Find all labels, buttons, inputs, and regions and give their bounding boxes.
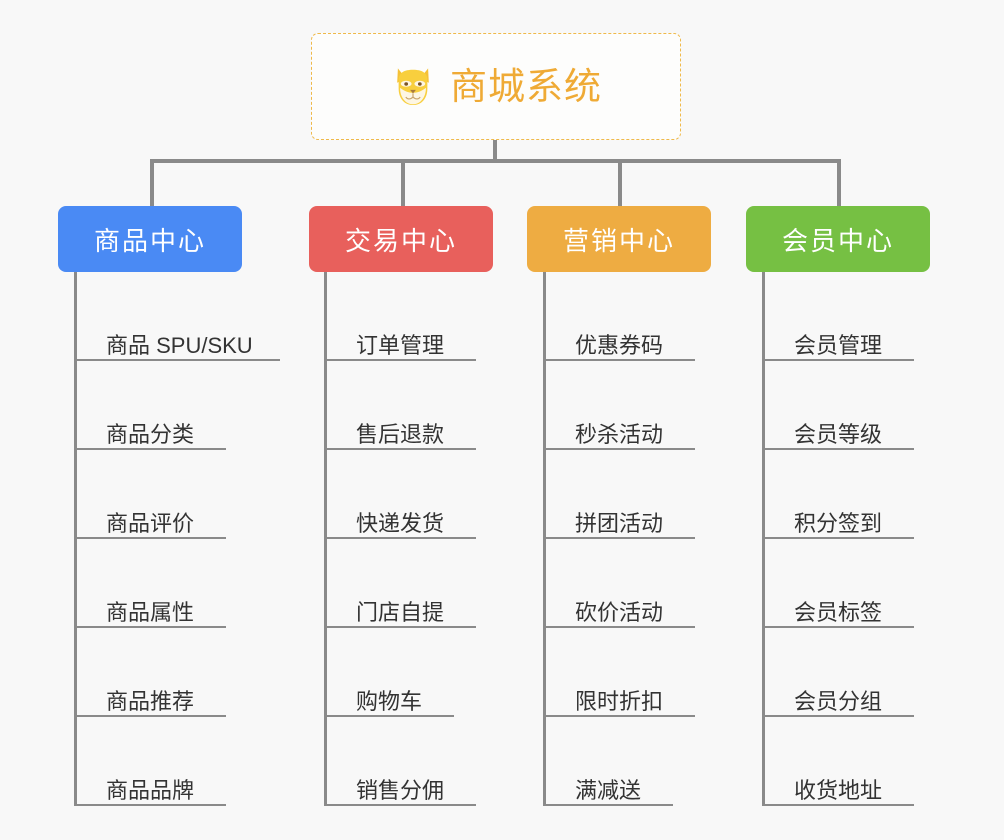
leaf-column-member-center: 会员管理会员等级积分签到会员标签会员分组收货地址 [762, 272, 914, 806]
category-box-product-center[interactable]: 商品中心 [58, 206, 242, 272]
connector-root-stem [493, 140, 497, 162]
leaf-item-label: 砍价活动 [575, 599, 664, 625]
leaf-item-underline [74, 537, 226, 539]
leaf-item-label: 售后退款 [356, 421, 445, 447]
leaf-item[interactable]: 订单管理 [324, 272, 476, 361]
category-label-marketing-center: 营销中心 [562, 225, 675, 256]
leaf-item-underline [543, 537, 695, 539]
leaf-item-underline [74, 804, 226, 806]
category-box-trade-center[interactable]: 交易中心 [309, 206, 493, 272]
leaf-item-label: 订单管理 [356, 332, 445, 358]
leaf-item-underline [543, 626, 695, 628]
connector-drop-4 [837, 159, 841, 207]
leaf-spine-marketing-center [543, 272, 546, 806]
leaf-item[interactable]: 会员管理 [762, 272, 914, 361]
leaf-item-label: 商品属性 [106, 599, 195, 625]
leaf-item-label: 会员等级 [794, 421, 883, 447]
leaf-item-underline [762, 626, 914, 628]
leaf-item[interactable]: 商品分类 [74, 361, 253, 450]
leaf-item[interactable]: 收货地址 [762, 717, 914, 806]
leaf-item-underline [762, 804, 914, 806]
leaf-item-underline [74, 359, 280, 361]
leaf-item-underline [324, 359, 476, 361]
leaf-item-underline [543, 448, 695, 450]
leaf-column-product-center: 商品 SPU/SKU 商品分类商品评价商品属性商品推荐商品品牌 [74, 272, 280, 806]
category-label-member-center: 会员中心 [781, 225, 894, 256]
leaf-item-underline [74, 448, 226, 450]
leaf-item[interactable]: 积分签到 [762, 450, 914, 539]
leaf-item-label: 门店自提 [356, 599, 445, 625]
category-label-trade-center: 交易中心 [344, 225, 457, 256]
leaf-item[interactable]: 商品 SPU/SKU [74, 272, 280, 361]
leaf-item[interactable]: 商品推荐 [74, 628, 253, 717]
leaf-spine-product-center [74, 272, 77, 806]
leaf-item-label: 商品评价 [106, 510, 195, 536]
leaf-item-underline [324, 804, 476, 806]
connector-bus [150, 159, 841, 163]
leaf-item[interactable]: 销售分佣 [324, 717, 476, 806]
connector-drop-1 [150, 159, 154, 207]
leaf-item-underline [324, 715, 454, 717]
leaf-spine-member-center [762, 272, 765, 806]
leaf-item[interactable]: 门店自提 [324, 539, 476, 628]
category-box-marketing-center[interactable]: 营销中心 [527, 206, 711, 272]
leaf-item-label: 商品 SPU/SKU [106, 332, 253, 358]
shiba-dog-icon [397, 67, 429, 105]
leaf-item-label: 拼团活动 [575, 510, 664, 536]
leaf-item-underline [74, 715, 226, 717]
leaf-item-underline [543, 715, 695, 717]
leaf-item-underline [762, 715, 914, 717]
category-box-member-center[interactable]: 会员中心 [746, 206, 930, 272]
leaf-item[interactable]: 商品品牌 [74, 717, 253, 806]
root-node[interactable]: 商城系统 [311, 33, 681, 140]
leaf-item-underline [762, 448, 914, 450]
leaf-item-underline [324, 537, 476, 539]
leaf-item-label: 限时折扣 [575, 688, 664, 714]
leaf-item[interactable]: 购物车 [324, 628, 454, 717]
leaf-item-underline [762, 359, 914, 361]
leaf-item-label: 优惠券码 [575, 332, 664, 358]
leaf-item-label: 商品分类 [106, 421, 195, 447]
leaf-spine-trade-center [324, 272, 327, 806]
leaf-item-label: 积分签到 [794, 510, 883, 536]
leaf-item-underline [74, 626, 226, 628]
category-label-product-center: 商品中心 [93, 225, 206, 256]
leaf-item[interactable]: 限时折扣 [543, 628, 695, 717]
leaf-item-label: 购物车 [356, 688, 423, 714]
leaf-item[interactable]: 会员等级 [762, 361, 914, 450]
leaf-item[interactable]: 会员分组 [762, 628, 914, 717]
leaf-item-label: 商品推荐 [106, 688, 195, 714]
leaf-item-underline [324, 626, 476, 628]
leaf-item-label: 收货地址 [794, 777, 883, 803]
leaf-item-underline [543, 804, 673, 806]
leaf-item-label: 会员管理 [794, 332, 883, 358]
leaf-item-underline [324, 448, 476, 450]
leaf-column-trade-center: 订单管理售后退款快递发货门店自提购物车销售分佣 [324, 272, 476, 806]
leaf-item-label: 会员标签 [794, 599, 883, 625]
leaf-item[interactable]: 商品评价 [74, 450, 253, 539]
connector-drop-3 [618, 159, 622, 207]
leaf-item-label: 满减送 [575, 777, 642, 803]
connector-drop-2 [401, 159, 405, 207]
leaf-item[interactable]: 砍价活动 [543, 539, 695, 628]
leaf-item-label: 会员分组 [794, 688, 883, 714]
leaf-item[interactable]: 售后退款 [324, 361, 476, 450]
leaf-item[interactable]: 秒杀活动 [543, 361, 695, 450]
leaf-item[interactable]: 会员标签 [762, 539, 914, 628]
leaf-item[interactable]: 拼团活动 [543, 450, 695, 539]
leaf-item[interactable]: 快递发货 [324, 450, 476, 539]
root-title: 商城系统 [450, 66, 602, 107]
leaf-item-underline [543, 359, 695, 361]
leaf-item-label: 快递发货 [356, 510, 445, 536]
leaf-item-underline [762, 537, 914, 539]
leaf-item[interactable]: 商品属性 [74, 539, 253, 628]
leaf-item-label: 商品品牌 [106, 777, 195, 803]
leaf-item-label: 秒杀活动 [575, 421, 664, 447]
leaf-item-label: 销售分佣 [356, 777, 445, 803]
leaf-column-marketing-center: 优惠券码秒杀活动拼团活动砍价活动限时折扣满减送 [543, 272, 695, 806]
leaf-item[interactable]: 优惠券码 [543, 272, 695, 361]
leaf-item[interactable]: 满减送 [543, 717, 673, 806]
